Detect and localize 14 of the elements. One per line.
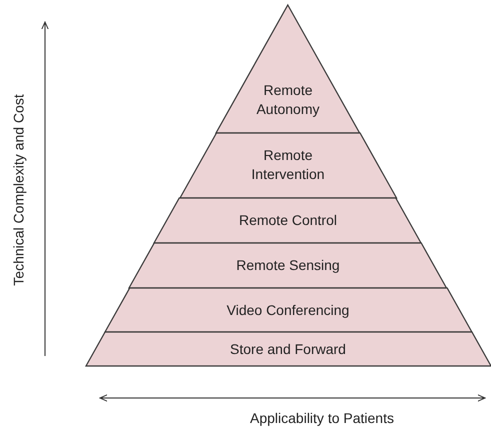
pyramid-band <box>154 198 422 243</box>
axis-label: Applicability to Patients <box>250 410 394 426</box>
pyramid-band <box>216 5 360 133</box>
band-label: Remote Intervention <box>250 146 326 184</box>
band-label: Store and Forward <box>229 340 347 358</box>
pyramid-band <box>86 332 490 366</box>
band-label: Video Conferencing <box>226 300 350 320</box>
band-label: Remote Sensing <box>235 256 341 274</box>
axis-label: Technical Complexity and Cost <box>10 94 26 286</box>
pyramid-band <box>104 288 472 332</box>
band-label: Remote Autonomy <box>255 81 320 119</box>
pyramid-band <box>129 243 447 288</box>
pyramid-band <box>180 133 396 198</box>
band-label: Remote Control <box>238 210 338 230</box>
